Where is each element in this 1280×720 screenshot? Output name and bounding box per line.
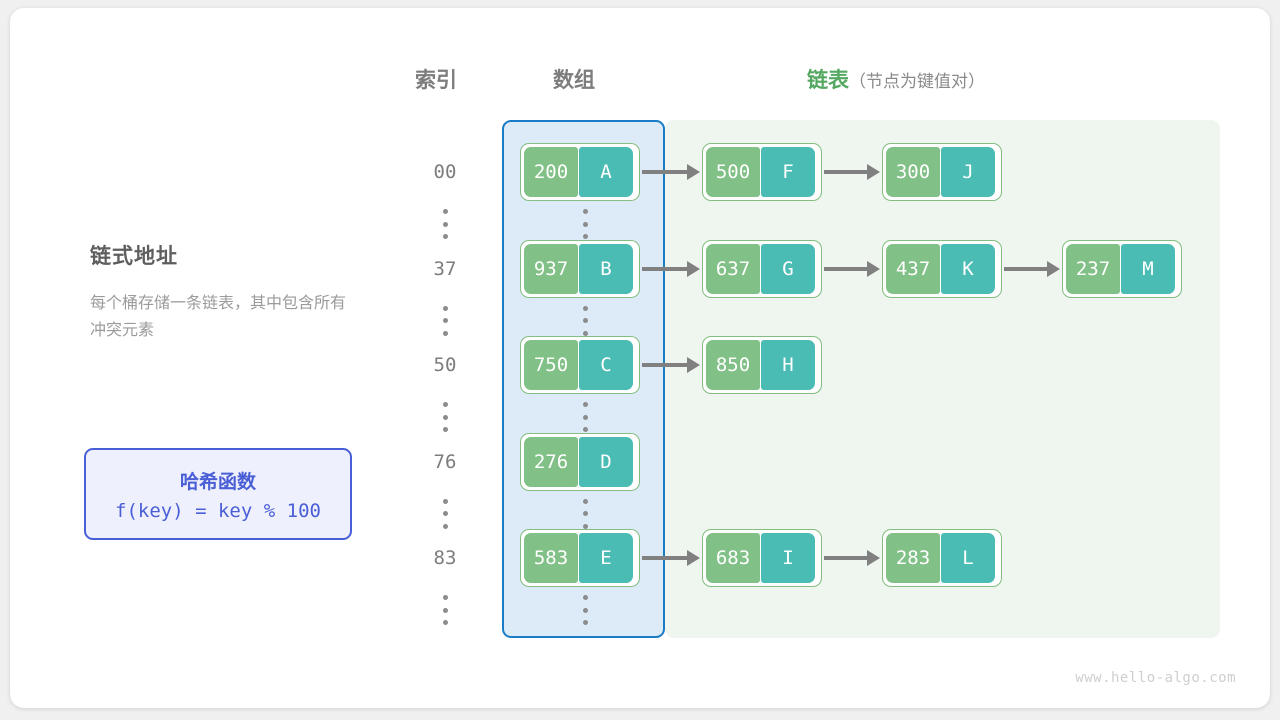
- chain-arrow-icon: [642, 529, 700, 587]
- chain-arrow-icon: [642, 240, 700, 298]
- chain-arrow-icon: [642, 336, 700, 394]
- bucket-index-label: 00: [433, 161, 457, 183]
- kv-node-key: 283: [886, 533, 940, 583]
- kv-node-key: 437: [886, 243, 940, 294]
- column-header-index: 索引: [415, 69, 457, 92]
- hash-function-box: 哈希函数 f(key) = key % 100: [84, 448, 352, 540]
- kv-node-key: 750: [524, 340, 578, 390]
- kv-node-value: M: [1121, 243, 1175, 294]
- kv-node-key: 850: [706, 340, 760, 390]
- chain-arrow-icon: [642, 143, 700, 201]
- kv-node-key: 937: [524, 243, 578, 294]
- kv-node-value: I: [761, 533, 815, 583]
- kv-node-key: 637: [706, 243, 760, 294]
- column-header-array: 数组: [553, 69, 595, 92]
- kv-node-key: 200: [524, 147, 578, 197]
- kv-node-value: L: [941, 533, 995, 583]
- chain-arrow-icon: [1004, 240, 1060, 298]
- kv-node-value: G: [761, 243, 815, 294]
- kv-node-value: D: [579, 436, 633, 487]
- kv-node-value: J: [941, 147, 995, 197]
- kv-node-key: 276: [524, 436, 578, 487]
- chain-arrow-icon: [824, 529, 880, 587]
- array-ellipsis: [575, 205, 595, 243]
- kv-node-key: 583: [524, 533, 578, 583]
- kv-node-key: 237: [1066, 243, 1120, 294]
- array-ellipsis: [575, 398, 595, 436]
- column-header-linked-list: 链表（节点为键值对）: [807, 64, 985, 94]
- kv-node-value: K: [941, 243, 995, 294]
- bucket-index-label: 37: [433, 257, 457, 280]
- chain-arrow-icon: [824, 240, 880, 298]
- hash-function-formula: f(key) = key % 100: [115, 499, 321, 522]
- index-ellipsis: [435, 591, 455, 629]
- kv-node-value: A: [579, 147, 633, 197]
- kv-node-value: E: [579, 533, 633, 583]
- watermark: www.hello-algo.com: [1075, 670, 1236, 686]
- column-header-linked-list-main: 链表: [807, 69, 849, 92]
- column-header-linked-list-sub: （节点为键值对）: [849, 72, 985, 91]
- index-ellipsis: [435, 495, 455, 533]
- array-ellipsis: [575, 591, 595, 629]
- kv-node-value: C: [579, 340, 633, 390]
- kv-node-key: 683: [706, 533, 760, 583]
- index-ellipsis: [435, 398, 455, 436]
- index-ellipsis: [435, 205, 455, 243]
- diagram-card: 索引 数组 链表（节点为键值对） 链式地址 每个桶存储一条链表，其中包含所有冲突…: [10, 8, 1270, 708]
- description-title: 链式地址: [90, 245, 178, 268]
- description-body: 每个桶存储一条链表，其中包含所有冲突元素: [90, 295, 347, 339]
- hash-function-title: 哈希函数: [179, 471, 256, 493]
- kv-node-value: H: [761, 340, 815, 390]
- bucket-index-label: 50: [433, 354, 457, 376]
- bucket-index-label: 83: [433, 547, 457, 569]
- chain-arrow-icon: [824, 143, 880, 201]
- kv-node-key: 500: [706, 147, 760, 197]
- kv-node-value: F: [761, 147, 815, 197]
- array-ellipsis: [575, 302, 595, 340]
- kv-node-value: B: [579, 243, 633, 294]
- array-ellipsis: [575, 495, 595, 533]
- bucket-index-label: 76: [433, 450, 457, 473]
- index-ellipsis: [435, 302, 455, 340]
- kv-node-key: 300: [886, 147, 940, 197]
